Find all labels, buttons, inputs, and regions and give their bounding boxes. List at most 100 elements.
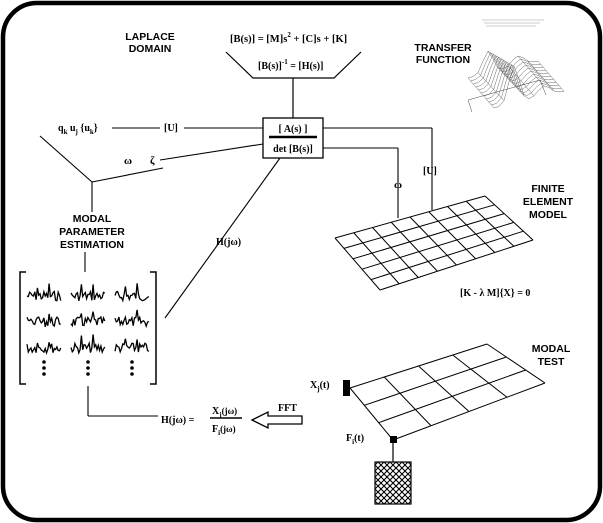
frf-numerator-x: X [212, 406, 220, 417]
bs-equation-lhs: [B(s)] = [M]s [230, 34, 287, 45]
modal-test-label-line2: TEST [538, 356, 565, 368]
surface-line [527, 60, 555, 92]
bs-equation-sup: 2 [287, 31, 291, 39]
continuation-dot [42, 360, 46, 364]
modal-vars-j: j [75, 128, 78, 136]
eigen-equation: [K - λ M]{X} = 0 [460, 288, 530, 299]
frf-trace [114, 338, 150, 354]
test-mesh-line [364, 356, 507, 406]
surface-line [497, 67, 525, 96]
surface-line [483, 59, 554, 97]
surface-line [493, 65, 565, 109]
omega-right-label: ω [394, 179, 402, 191]
fi-label: Fi(t) [346, 433, 364, 446]
accelerometer-icon [343, 380, 350, 396]
test-mesh-line [418, 365, 470, 412]
surface-line [467, 50, 539, 79]
test-mesh-line [349, 343, 488, 389]
frf-trace [26, 283, 62, 302]
surface-line [475, 55, 546, 88]
fem-label-line2: ELEMENT [523, 196, 574, 208]
test-mesh-line [378, 369, 526, 424]
mesh-line [484, 195, 534, 241]
connector-matrix-to-box [164, 157, 281, 319]
test-mesh-line [383, 376, 432, 427]
modal-vars-q: q [58, 123, 64, 134]
fi-label-f: F [346, 433, 352, 444]
frf-trace [70, 284, 106, 302]
fi-label-arg: (t) [354, 433, 364, 444]
inverse-equation: [B(s)]-1 = [H(s)] [258, 58, 323, 72]
fft-arrow [250, 410, 303, 430]
xj-label-sub: j [316, 385, 319, 393]
modal-vars-k2: k [90, 128, 94, 136]
surface-line [478, 56, 549, 91]
connector-omega-down [91, 167, 164, 183]
xj-label-x: X [310, 380, 318, 391]
surface-line [486, 61, 557, 100]
frf-denominator-f: F [212, 424, 218, 435]
frf-trace [26, 342, 62, 355]
surface-line [491, 63, 562, 106]
estimation-label-line1: MODAL [73, 213, 112, 225]
mesh-line [390, 221, 438, 272]
surface-line [477, 72, 505, 101]
frf-denominator-sub: i [218, 429, 220, 437]
matrix-left-bracket [19, 271, 26, 385]
mesh-line [379, 239, 534, 291]
connector-modal-vars-down [39, 135, 93, 183]
frf-lhs: H(jω) = [161, 415, 195, 426]
bs-equation: [B(s)] = [M]s2 + [C]s + [K] [230, 31, 347, 45]
surface-line [488, 62, 559, 103]
continuation-dot [86, 366, 90, 370]
force-point-icon [390, 436, 397, 443]
fem-label-line1: FINITE [531, 183, 564, 195]
frf-trace [70, 334, 106, 356]
frf-numerator-sub: j [218, 411, 221, 419]
xj-label: Xj(t) [310, 380, 330, 393]
frf-numerator: Xj(jω) [212, 406, 237, 419]
inverse-lhs: [B(s)] [258, 61, 282, 72]
laplace-label-line2: DOMAIN [129, 43, 172, 55]
modal-test-label-line1: MODAL [532, 343, 571, 355]
continuation-dot [130, 372, 134, 376]
mesh-line [372, 227, 419, 278]
test-mesh-line [452, 354, 508, 398]
frf-denominator: Fi(jω) [212, 424, 236, 437]
test-mesh-line [349, 387, 394, 441]
bs-equation-rhs: + [C]s + [K] [291, 34, 347, 45]
test-mesh-line [486, 343, 546, 384]
transfer-label-line1: TRANSFER [414, 42, 472, 54]
omega-label: ω [124, 155, 132, 167]
modal-test-structure [349, 343, 546, 441]
surface-line [507, 65, 535, 96]
shaker-block-icon [374, 461, 412, 505]
mesh-line [409, 216, 457, 266]
transfer-label-line2: FUNCTION [416, 54, 470, 66]
test-mesh-line [392, 382, 546, 441]
mesh-line [447, 206, 496, 253]
mesh-line [334, 237, 381, 291]
modal-vars-close: } [94, 123, 98, 134]
surface-line [517, 55, 545, 87]
estimation-label-line2: PARAMETER [59, 226, 125, 238]
continuation-dot [86, 360, 90, 364]
frf-trace [114, 309, 150, 329]
hjw-diagonal-label: H(jω) [216, 237, 241, 248]
mesh-line [465, 200, 515, 247]
continuation-dot [42, 366, 46, 370]
matrix-right-bracket [150, 271, 157, 385]
mesh-line [361, 221, 514, 270]
modal-vars: qk uj {uk} [58, 123, 98, 136]
fi-label-sub: i [352, 438, 354, 446]
surface-line [537, 61, 565, 92]
frf-numerator-arg: (jω) [222, 406, 238, 416]
finite-element-mesh [334, 195, 534, 291]
zeta-label: ζ [150, 155, 155, 167]
u-label-left: [U] [164, 123, 178, 134]
mesh-line [428, 211, 476, 260]
continuation-dot [130, 360, 134, 364]
